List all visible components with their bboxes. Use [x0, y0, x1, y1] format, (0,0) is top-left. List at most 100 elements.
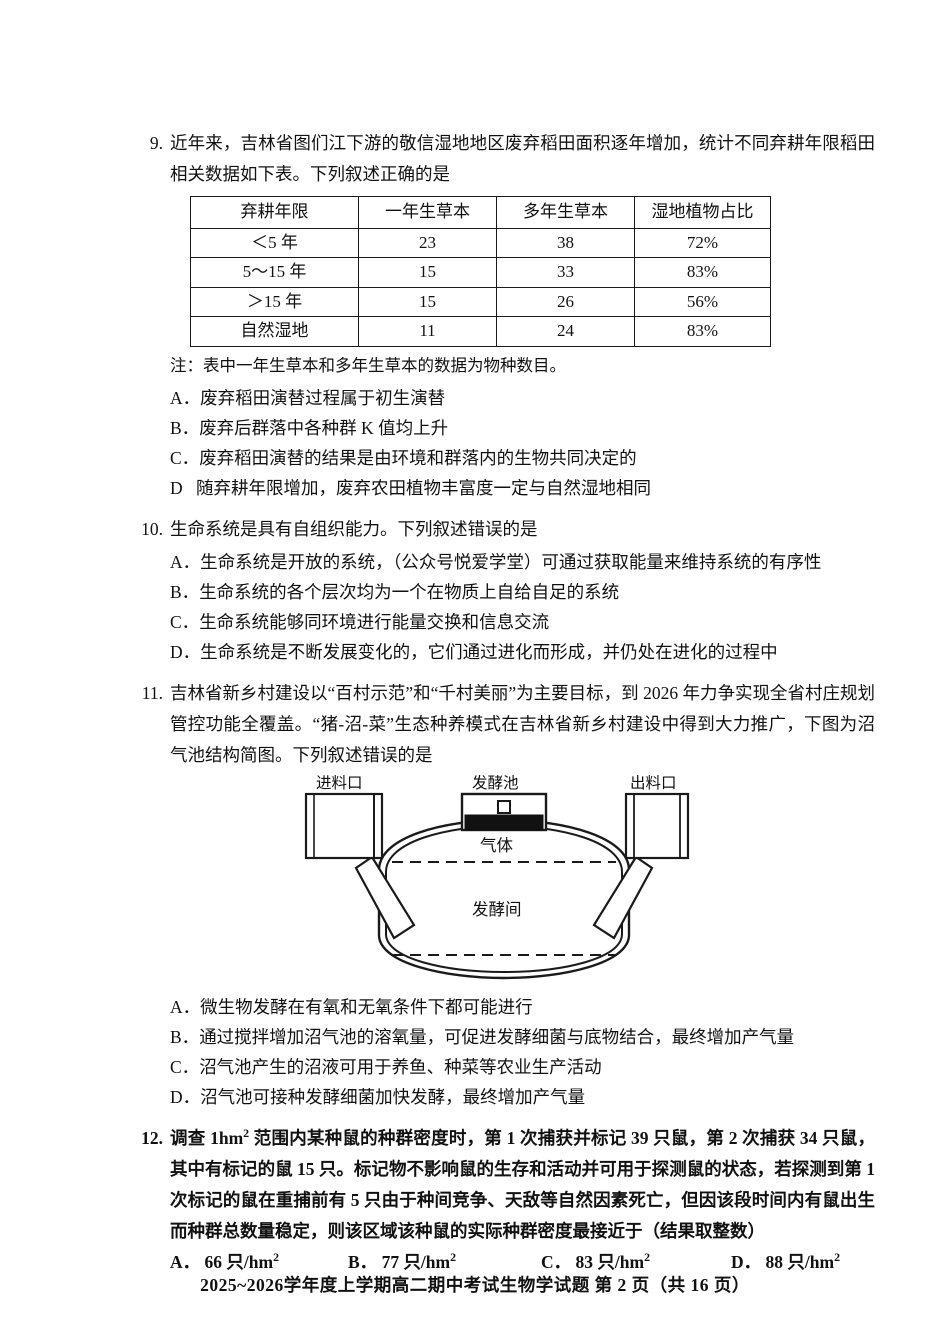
option-d[interactable]: D 随弃耕年限增加，废弃农田植物丰富度一定与自然湿地相同: [170, 473, 875, 503]
table-cell: 15: [358, 286, 497, 318]
outlet-label: 出料口: [630, 775, 677, 792]
question-11-text: 吉林省新乡村建设以“百村示范”和“千村美丽”为主要目标，到 2026 年力争实现…: [170, 682, 875, 765]
abandoned-farmland-table: 弃耕年限 一年生草本 多年生草本 湿地植物占比 ＜5 年 23 38 72%: [190, 196, 771, 347]
table-cell: ＜5 年: [190, 227, 359, 259]
gas-label: 气体: [480, 836, 514, 855]
inlet-box-outer: [304, 792, 384, 859]
table-cell: 自然湿地: [190, 316, 359, 347]
option-c[interactable]: C． 生命系统能够同环境进行能量交换和信息交流: [170, 607, 875, 637]
table-cell: 56%: [634, 286, 771, 318]
biogas-digester-figure: 进料口 发酵池 出料口 气体 发酵间: [133, 775, 875, 990]
option-a-text: 微生物发酵在有氧和无氧条件下都可能进行: [200, 996, 533, 1017]
option-b-text: 通过搅拌增加沼气池的溶氧量，可促进发酵细菌与底物结合，最终增加产气量: [199, 1026, 795, 1047]
option-a[interactable]: A． 废弃稻田演替过程属于初生演替: [170, 383, 875, 413]
option-c-text: 废弃稻田演替的结果是由环境和群落内的生物共同决定的: [199, 447, 637, 468]
fermentation-pool-label: 发酵池: [472, 775, 519, 792]
table-row: ＞15 年 15 26 56%: [190, 286, 771, 318]
question-12-number: 12.: [141, 1127, 163, 1148]
option-a-unit: 只/hm: [226, 1251, 274, 1272]
question-9-number: 9.: [149, 133, 163, 153]
option-a-value: 66: [204, 1251, 223, 1272]
question-10-options: A． 生命系统是开放的系统，（公众号悦爱学堂）可通过获取能量来维持系统的有序性 …: [133, 547, 875, 667]
question-12-text: 调查 1hm2 范围内某种鼠的种群密度时，第 1 次捕获并标记 39 只鼠，第 …: [170, 1123, 875, 1247]
table-cell: 38: [496, 227, 635, 259]
option-b[interactable]: B． 77 只/hm2: [348, 1247, 541, 1277]
option-c-value: 83: [575, 1251, 594, 1272]
question-9-note: 注：表中一年生草本和多年生草本的数据为物种数目。: [170, 355, 566, 375]
option-d-key: D: [170, 477, 183, 498]
option-c[interactable]: C． 废弃稻田演替的结果是由环境和群落内的生物共同决定的: [170, 443, 875, 473]
option-d-text: 生命系统是不断发展变化的，它们通过进化而形成，并仍处在进化的过程中: [200, 641, 778, 662]
table-cell: 83%: [634, 316, 771, 347]
table-cell: 23: [358, 227, 497, 259]
table-cell: 83%: [634, 257, 771, 288]
option-d[interactable]: D． 生命系统是不断发展变化的，它们通过进化而形成，并仍处在进化的过程中: [170, 637, 875, 667]
option-c[interactable]: C． 沼气池产生的沼液可用于养鱼、种菜等农业生产活动: [170, 1052, 875, 1082]
option-a[interactable]: A． 66 只/hm2: [170, 1247, 348, 1277]
option-b-text: 生命系统的各个层次均为一个在物质上自给自足的系统: [199, 581, 620, 602]
option-b-unit: 只/hm: [403, 1251, 451, 1272]
option-a-text: 生命系统是开放的系统，（公众号悦爱学堂）可通过获取能量来维持系统的有序性: [200, 551, 822, 572]
option-d[interactable]: D． 沼气池可接种发酵细菌加快发酵，最终增加产气量: [170, 1082, 875, 1112]
question-12-options: A． 66 只/hm2 B． 77 只/hm2 C． 83 只/hm2 D． 8…: [133, 1247, 875, 1277]
question-12: 12. 调查 1hm2 范围内某种鼠的种群密度时，第 1 次捕获并标记 39 只…: [133, 1123, 875, 1277]
question-11: 11. 吉林省新乡村建设以“百村示范”和“千村美丽”为主要目标，到 2026 年…: [133, 678, 875, 1112]
option-b[interactable]: B． 通过搅拌增加沼气池的溶氧量，可促进发酵细菌与底物结合，最终增加产气量: [170, 1022, 875, 1052]
question-12-superscript: 2: [243, 1125, 250, 1140]
option-b[interactable]: B． 废弃后群落中各种群 K 值均上升: [170, 413, 875, 443]
question-9-stem: 9. 近年来，吉林省图们江下游的敬信湿地地区废弃稻田面积逐年增加，统计不同弃耕年…: [133, 128, 875, 190]
table-cell: 15: [358, 257, 497, 288]
option-b-text: 废弃后群落中各种群 K 值均上升: [199, 417, 449, 438]
inlet-label: 进料口: [316, 775, 363, 792]
option-a[interactable]: A． 微生物发酵在有氧和无氧条件下都可能进行: [170, 992, 875, 1022]
question-9-table-wrap: 弃耕年限 一年生草本 多年生草本 湿地植物占比 ＜5 年 23 38 72%: [190, 196, 875, 347]
option-d-text: 沼气池可接种发酵细菌加快发酵，最终增加产气量: [200, 1086, 586, 1107]
option-b-key: B．: [170, 1026, 200, 1047]
option-c[interactable]: C． 83 只/hm2: [541, 1247, 731, 1277]
table-row: 5～15 年 15 33 83%: [190, 257, 771, 288]
option-c-key: C．: [170, 1056, 200, 1077]
option-b-key: B．: [170, 417, 200, 438]
inlet-pipe: [354, 855, 416, 940]
question-12-text-part2: 范围内某种鼠的种群密度时，第 1 次捕获并标记 39 只鼠，第 2 次捕获 34…: [170, 1127, 876, 1241]
option-a-key: A．: [170, 1251, 201, 1272]
question-11-stem: 11. 吉林省新乡村建设以“百村示范”和“千村美丽”为主要目标，到 2026 年…: [133, 678, 875, 771]
table-cell: 72%: [634, 227, 771, 259]
table-header-cell: 一年生草本: [358, 196, 497, 229]
option-b[interactable]: B． 生命系统的各个层次均为一个在物质上自给自足的系统: [170, 577, 875, 607]
option-b-key: B．: [348, 1251, 378, 1272]
table-cell: 33: [496, 257, 635, 288]
table-row: ＜5 年 23 38 72%: [190, 227, 771, 259]
option-b-key: B．: [170, 581, 200, 602]
option-a-key: A．: [170, 996, 201, 1017]
option-d[interactable]: D． 88 只/hm2: [731, 1247, 840, 1277]
option-d-superscript: 2: [834, 1249, 841, 1264]
option-d-unit: 只/hm: [787, 1251, 835, 1272]
option-d-key: D．: [170, 641, 201, 662]
table-cell: 26: [496, 286, 635, 318]
question-10-number: 10.: [141, 518, 163, 539]
table-header-row: 弃耕年限 一年生草本 多年生草本 湿地植物占比: [190, 196, 771, 229]
table-header-cell: 弃耕年限: [190, 196, 359, 229]
option-a-key: A．: [170, 551, 201, 572]
biogas-digester-diagram: 进料口 发酵池 出料口 气体 发酵间: [304, 775, 690, 979]
table-cell: 24: [496, 316, 635, 347]
question-9-text: 近年来，吉林省图们江下游的敬信湿地地区废弃稻田面积逐年增加，统计不同弃耕年限稻田…: [170, 133, 875, 184]
digester-outer-wall: [377, 818, 631, 979]
table-header-cell: 湿地植物占比: [634, 196, 771, 229]
option-c-key: C．: [170, 447, 200, 468]
question-11-options: A． 微生物发酵在有氧和无氧条件下都可能进行 B． 通过搅拌增加沼气池的溶氧量，…: [133, 992, 875, 1112]
option-d-key: D．: [731, 1251, 762, 1272]
option-d-value: 88: [765, 1251, 784, 1272]
question-10-stem: 10. 生命系统是具有自组织能力。下列叙述错误的是: [133, 514, 875, 545]
table-cell: ＞15 年: [190, 286, 359, 318]
option-b-value: 77: [381, 1251, 400, 1272]
option-c-text: 沼气池产生的沼液可用于养鱼、种菜等农业生产活动: [199, 1056, 602, 1077]
option-c-unit: 只/hm: [597, 1251, 645, 1272]
option-b-superscript: 2: [450, 1249, 457, 1264]
question-12-stem: 12. 调查 1hm2 范围内某种鼠的种群密度时，第 1 次捕获并标记 39 只…: [133, 1123, 875, 1247]
outlet-box-outer: [624, 792, 690, 859]
option-a[interactable]: A． 生命系统是开放的系统，（公众号悦爱学堂）可通过获取能量来维持系统的有序性: [170, 547, 875, 577]
question-12-text-part1: 调查 1hm: [170, 1127, 244, 1148]
